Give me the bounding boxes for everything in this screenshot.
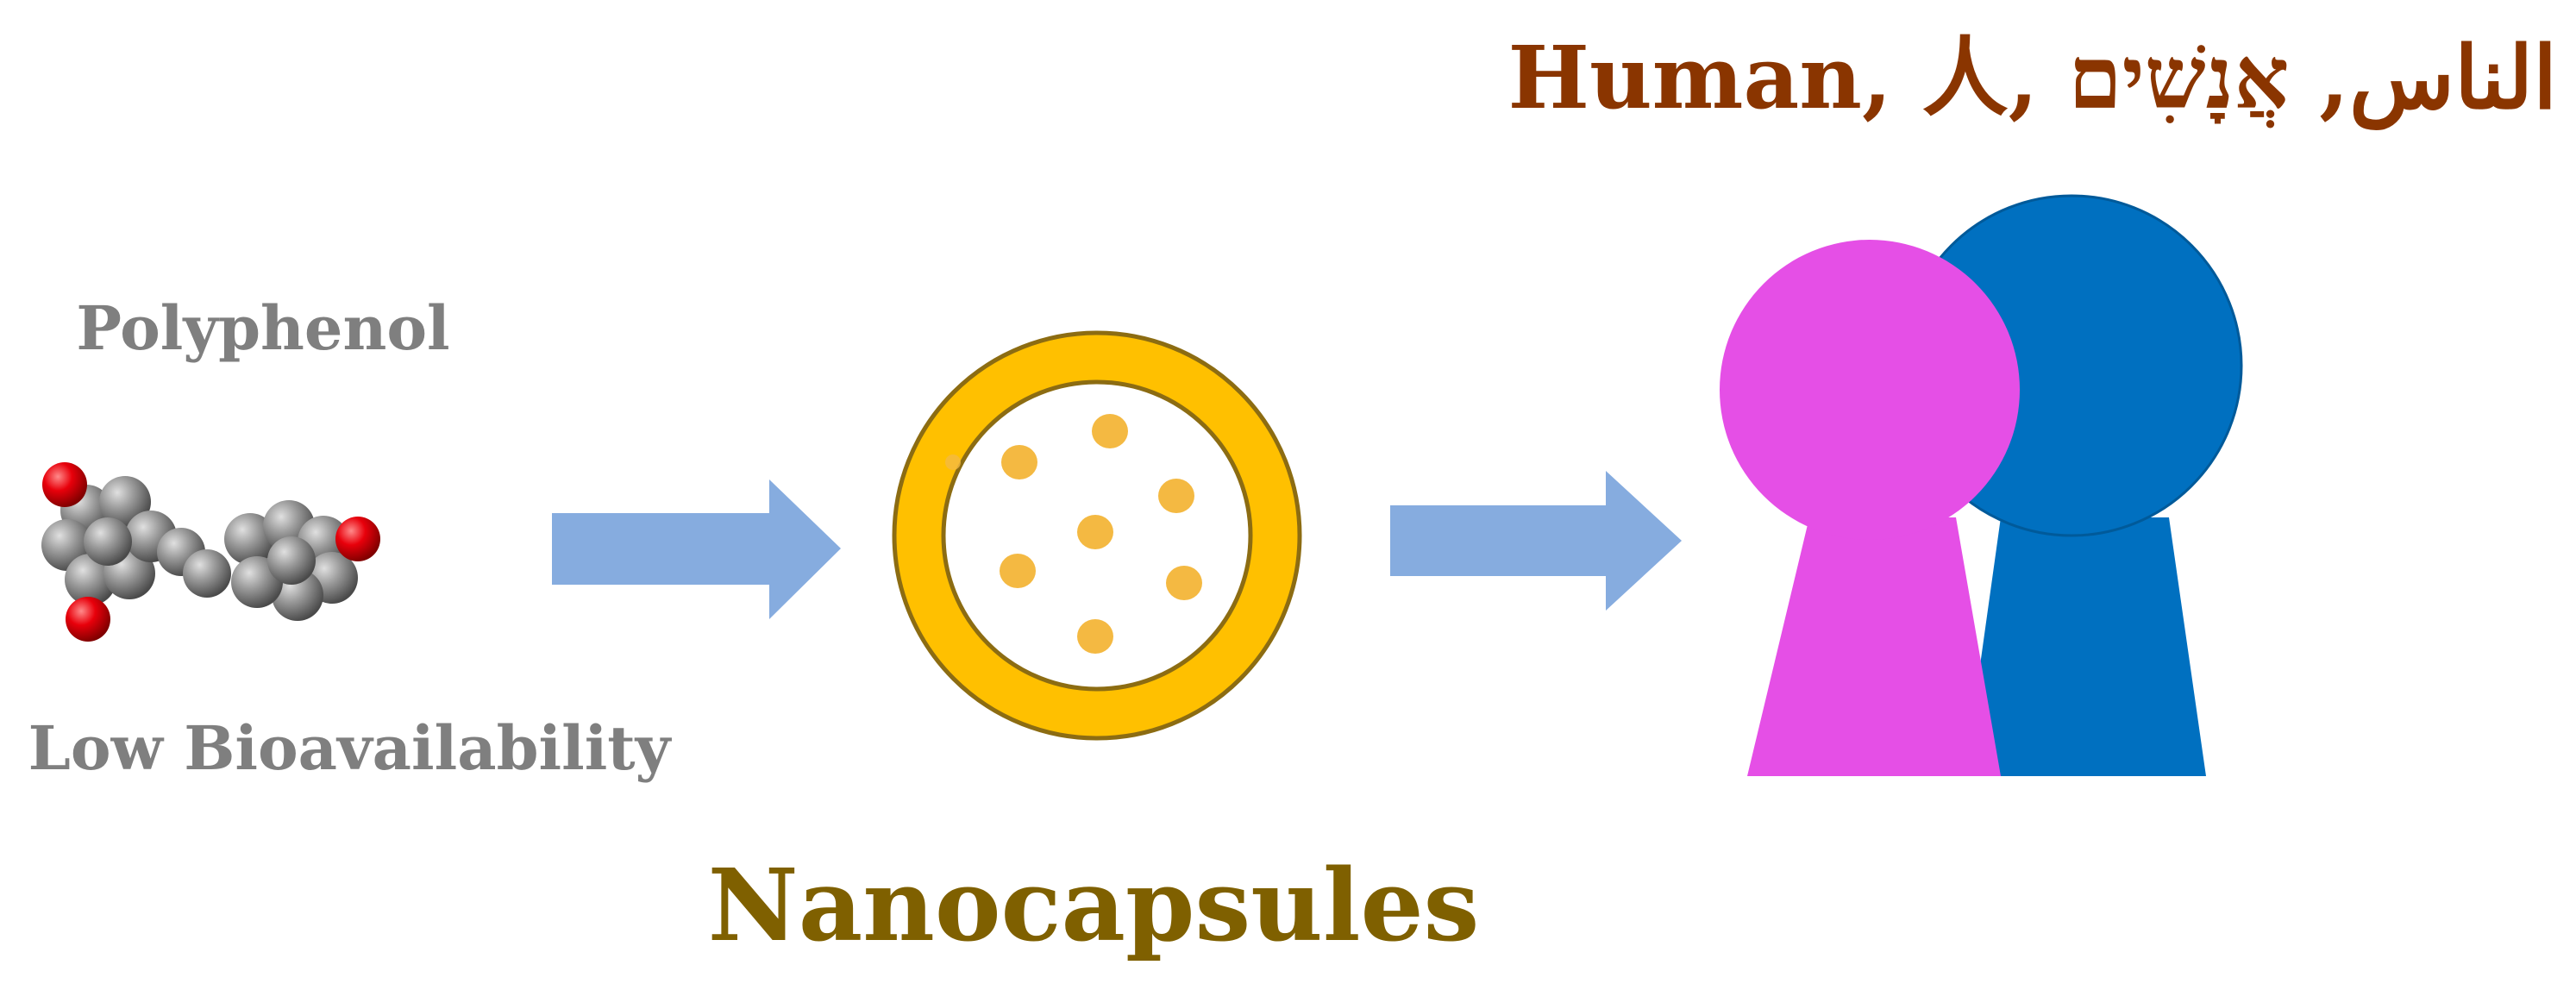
payload-dot bbox=[1001, 445, 1037, 479]
polyphenol-label: Polyphenol bbox=[76, 292, 449, 364]
pink-person-head bbox=[1720, 240, 2020, 540]
payload-dot bbox=[1077, 515, 1113, 549]
payload-dot bbox=[1166, 566, 1202, 600]
polyphenol-molecule-icon bbox=[41, 462, 380, 642]
nanocapsule-icon bbox=[892, 330, 1302, 741]
blue-person-body bbox=[1965, 517, 2206, 776]
payload-dot bbox=[1158, 479, 1194, 513]
payload-dot bbox=[1000, 554, 1036, 588]
people-icon bbox=[1720, 194, 2243, 776]
arrow-nanocapsule-to-human bbox=[1390, 471, 1682, 611]
human-label: Human, 人, الناس, אֲנָשִׁים bbox=[1507, 27, 2557, 130]
payload-dot bbox=[1077, 619, 1113, 654]
low-bioavailability-label: Low Bioavailability bbox=[28, 712, 673, 784]
payload-dot bbox=[1092, 414, 1128, 448]
arrow-polyphenol-to-nanocapsule bbox=[552, 479, 841, 619]
nanocapsules-label: Nanocapsules bbox=[708, 848, 1480, 964]
pink-person-body bbox=[1747, 517, 2001, 776]
